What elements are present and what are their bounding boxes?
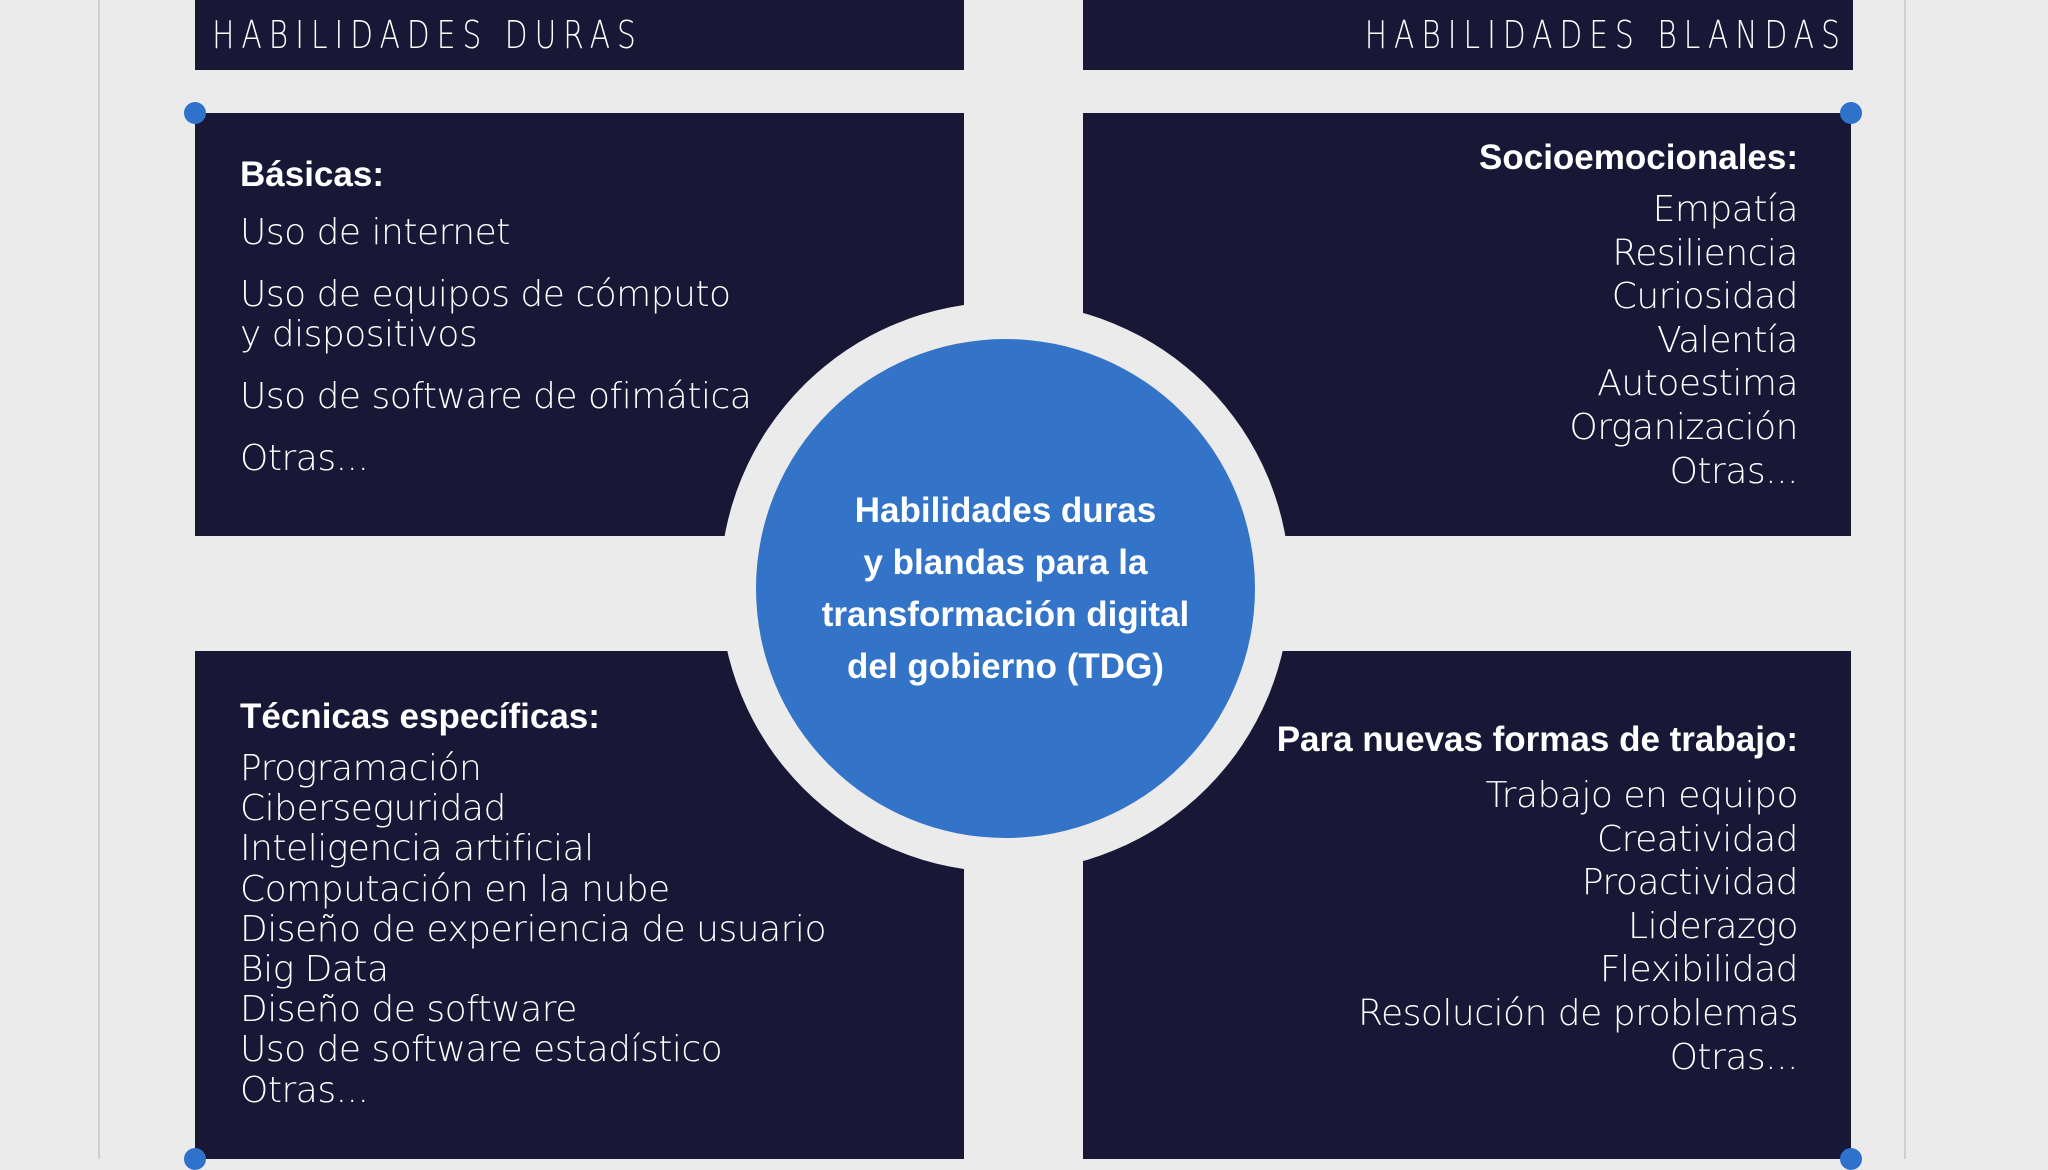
top-divider-strip — [964, 0, 1083, 330]
list-item: Programación — [240, 748, 482, 789]
list-item: Uso de internet — [240, 212, 510, 253]
quadrant-title: Para nuevas formas de trabajo: — [1276, 720, 1798, 759]
list-item: Otras... — [1669, 450, 1799, 492]
right-page-border — [1904, 0, 1906, 1159]
list-item: Valentía — [1656, 319, 1799, 361]
bottom-divider-strip — [964, 850, 1083, 1159]
list-item: Resolución de problemas — [1358, 992, 1798, 1034]
corner-dot-top-right — [1840, 102, 1862, 124]
center-circle: Habilidades duras y blandas para la tran… — [756, 339, 1255, 838]
list-item: Creatividad — [1596, 818, 1799, 860]
list-item: Uso de equipos de cómputo y dispositivos — [240, 274, 731, 355]
header-soft-skills: HABILIDADES BLANDAS — [1077, 0, 1853, 70]
corner-dot-bottom-right — [1840, 1148, 1862, 1170]
list-item: Computación en la nube — [240, 868, 670, 910]
list-item: Otras... — [240, 1069, 369, 1111]
list-item: Trabajo en equipo — [1485, 775, 1798, 816]
list-item: Curiosidad — [1611, 276, 1799, 318]
quadrant-title: Básicas: — [240, 155, 384, 194]
header-soft-skills-label: HABILIDADES BLANDAS — [1364, 13, 1847, 57]
left-page-border — [98, 0, 100, 1159]
header-hard-skills-label: HABILIDADES DURAS — [212, 13, 643, 57]
list-item: Organización — [1569, 406, 1798, 448]
list-item: Otras... — [240, 438, 369, 479]
list-item: Diseño de software — [240, 989, 577, 1031]
list-item: Otras... — [1669, 1036, 1799, 1078]
corner-dot-bottom-left — [184, 1148, 206, 1170]
quadrant-title: Socioemocionales: — [1479, 138, 1798, 177]
list-item: Autoestima — [1597, 363, 1798, 405]
list-item: Inteligencia artificial — [240, 828, 594, 870]
list-item: Proactividad — [1581, 862, 1799, 904]
list-item: Empatía — [1652, 189, 1799, 230]
list-item: Ciberseguridad — [240, 788, 506, 830]
quadrant-socioemotional-skills: Socioemocionales: Empatía Resiliencia Cu… — [1479, 138, 1798, 493]
list-item: Flexibilidad — [1599, 949, 1799, 991]
quadrant-basic-skills: Básicas: Uso de internet Uso de equipos … — [240, 155, 752, 501]
quadrant-technical-skills: Técnicas específicas: Programación Ciber… — [240, 697, 826, 1111]
list-item: Uso de software de ofimática — [240, 376, 752, 417]
list-item: Diseño de experiencia de usuario — [240, 908, 826, 950]
quadrant-new-work-skills: Para nuevas formas de trabajo: Trabajo e… — [1276, 720, 1799, 1079]
list-item: Uso de software estadístico — [240, 1029, 723, 1071]
center-title: Habilidades duras y blandas para la tran… — [821, 490, 1190, 686]
header-hard-skills: HABILIDADES DURAS — [195, 0, 964, 70]
list-item: Big Data — [240, 949, 389, 991]
corner-dot-top-left — [184, 102, 206, 124]
list-item: Resiliencia — [1612, 232, 1798, 274]
list-item: Liderazgo — [1628, 905, 1798, 947]
quadrant-title: Técnicas específicas: — [240, 697, 600, 736]
